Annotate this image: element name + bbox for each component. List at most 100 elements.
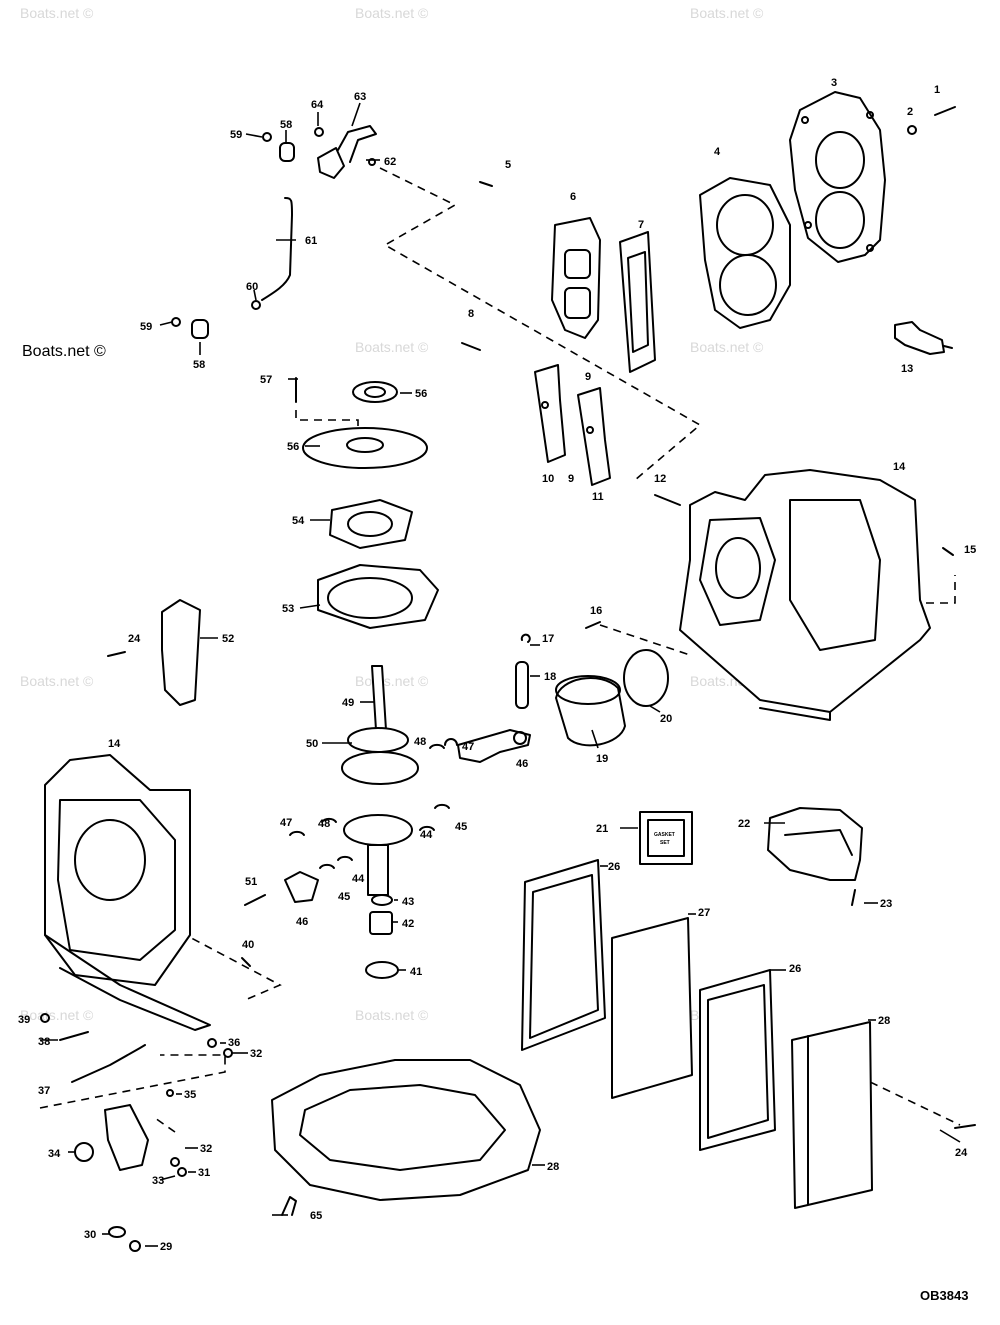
callout-17: 17	[542, 633, 554, 645]
connecting-rods	[244, 729, 531, 906]
callout-39: 39	[18, 1014, 30, 1026]
watermark-text: Boats.net ©	[690, 5, 764, 21]
drawing-code: OB3843	[920, 1288, 968, 1303]
upper-bearing-plates	[295, 377, 439, 629]
callout-63: 63	[354, 91, 366, 103]
callout-31: 31	[198, 1167, 210, 1179]
callout-14b: 14	[108, 738, 121, 750]
callout-27: 27	[698, 907, 710, 919]
callout-47b: 47	[280, 817, 292, 829]
callout-5: 5	[505, 159, 511, 171]
callout-13: 13	[901, 363, 913, 375]
callout-33: 33	[152, 1175, 164, 1187]
callout-34: 34	[48, 1148, 61, 1160]
watermark-text: Boats.net ©	[20, 5, 94, 21]
callout-62: 62	[384, 156, 396, 168]
callout-59b: 59	[140, 321, 152, 333]
callout-57: 57	[260, 374, 272, 386]
callout-8: 8	[468, 308, 474, 320]
callout-35: 35	[184, 1089, 196, 1101]
callout-64: 64	[311, 99, 324, 111]
crankshaft	[341, 665, 419, 896]
plate-gaskets	[521, 859, 976, 1209]
callout-54: 54	[292, 515, 305, 527]
callout-37: 37	[38, 1085, 50, 1097]
callout-32b: 32	[200, 1143, 212, 1155]
watermark-text: Boats.net ©	[355, 1007, 429, 1023]
callout-36: 36	[228, 1037, 240, 1049]
callout-28b: 28	[547, 1161, 559, 1173]
callout-60: 60	[246, 281, 258, 293]
callout-56a: 56	[415, 388, 427, 400]
callout-51: 51	[245, 876, 257, 888]
watermark-text: Boats.net ©	[20, 1007, 94, 1023]
callout-46a: 46	[516, 758, 528, 770]
callout-45a: 45	[455, 821, 467, 833]
lower-bearings	[365, 894, 399, 979]
callout-15: 15	[964, 544, 976, 556]
callout-53: 53	[282, 603, 294, 615]
callout-2: 2	[907, 106, 913, 118]
callout-44a: 44	[420, 829, 433, 841]
callout-12: 12	[654, 473, 666, 485]
throttle-linkage	[171, 125, 377, 339]
callout-4: 4	[714, 146, 721, 158]
callout-45b: 45	[338, 891, 350, 903]
head-gasket	[699, 177, 791, 329]
callout-59a: 59	[230, 129, 242, 141]
watermark-text: Boats.net ©	[20, 673, 94, 689]
callout-65: 65	[310, 1210, 322, 1222]
lower-linkage	[40, 957, 297, 1252]
watermark-text: Boats.net ©	[355, 339, 429, 355]
callout-41: 41	[410, 966, 422, 978]
callout-24a: 24	[128, 633, 141, 645]
callout-18: 18	[544, 671, 556, 683]
base-gasket	[271, 1059, 541, 1201]
stud	[654, 494, 681, 506]
callout-10: 10	[542, 473, 554, 485]
callout-44b: 44	[352, 873, 365, 885]
callout-28a: 28	[878, 1015, 890, 1027]
spark-plug	[894, 321, 953, 355]
crankcase-left	[44, 754, 211, 1031]
gasket-set-box: GASKET SET	[639, 811, 693, 865]
watermark-text: Boats.net ©	[355, 673, 429, 689]
box-label-line2: SET	[660, 840, 670, 846]
callout-52: 52	[222, 633, 234, 645]
transfer-port-covers	[461, 342, 611, 486]
watermark-main: Boats.net ©	[22, 343, 106, 360]
callout-40: 40	[242, 939, 254, 951]
callout-26a: 26	[608, 861, 620, 873]
callout-56b: 56	[287, 441, 299, 453]
watermark-text: Boats.net ©	[355, 5, 429, 21]
watermark-text: Boats.net ©	[690, 339, 764, 355]
callout-14a: 14	[893, 461, 906, 473]
callout-16: 16	[590, 605, 602, 617]
exhaust-cover	[479, 181, 601, 339]
callout-9b: 9	[568, 473, 574, 485]
callout-3: 3	[831, 77, 837, 89]
mounting-bracket	[107, 599, 201, 706]
callout-50: 50	[306, 738, 318, 750]
callout-26b: 26	[789, 963, 801, 975]
cylinder-head-cover	[789, 91, 886, 263]
callout-42: 42	[402, 918, 414, 930]
callout-49: 49	[342, 697, 354, 709]
callout-43: 43	[402, 896, 414, 908]
cylinder-block-right	[679, 469, 954, 721]
callout-61: 61	[305, 235, 317, 247]
callout-22: 22	[738, 818, 750, 830]
callout-21: 21	[596, 823, 608, 835]
callout-24b: 24	[955, 1147, 968, 1159]
callout-46b: 46	[296, 916, 308, 928]
head-bolt	[907, 106, 956, 135]
callout-58a: 58	[280, 119, 292, 131]
cover-gasket	[619, 231, 656, 373]
callout-20: 20	[660, 713, 672, 725]
piston-assembly	[515, 621, 669, 747]
callout-23: 23	[880, 898, 892, 910]
box-label-line1: GASKET	[654, 832, 675, 838]
exhaust-housing	[767, 807, 863, 906]
callout-1: 1	[934, 84, 940, 96]
